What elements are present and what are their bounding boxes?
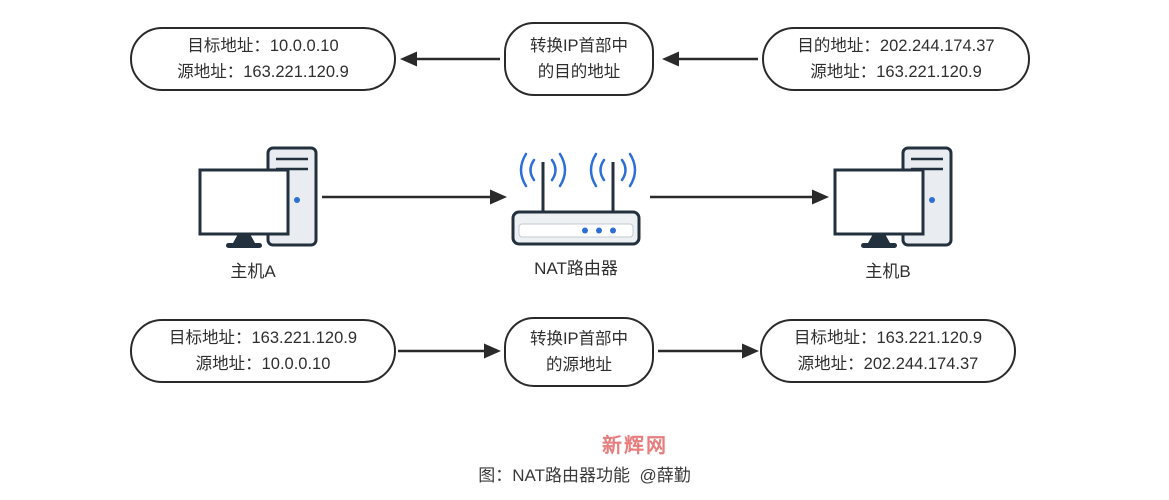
monitor: [833, 168, 925, 236]
monitor-stand: [233, 234, 255, 243]
wifi-arc: [620, 158, 627, 182]
wifi-arc: [529, 158, 536, 182]
address-line: 目标地址：163.221.120.9: [793, 328, 983, 347]
monitor-base: [861, 243, 897, 248]
address-line: 源地址：163.221.120.9: [177, 62, 349, 81]
bottom-source-address-box: 目标地址：163.221.120.9 源地址：10.0.0.10: [130, 319, 396, 383]
bottom-translate-action-box: 转换IP首部中 的源地址: [504, 317, 654, 387]
router-front-panel: [518, 223, 634, 238]
address-line: 目标地址：10.0.0.10: [187, 36, 339, 55]
router-led: [610, 227, 616, 234]
action-line: 转换IP首部中: [529, 329, 629, 348]
figure-caption: 图：NAT路由器功能 @薛勤: [478, 466, 691, 485]
monitor-base: [226, 243, 262, 248]
bottom-arrow-left-to-middle: [398, 343, 501, 359]
router-led: [582, 227, 588, 234]
action-line: 转换IP首部中: [529, 36, 629, 55]
monitor: [198, 168, 290, 236]
top-arrow-right-to-middle: [662, 51, 758, 67]
arrow-router-to-host-b: [650, 189, 829, 205]
wifi-arc: [628, 152, 637, 188]
action-line: 的目的地址: [537, 62, 621, 81]
address-line: 目的地址：202.244.174.37: [797, 36, 995, 55]
wifi-arc: [589, 152, 598, 188]
router-label: NAT路由器: [534, 259, 618, 278]
wifi-arc: [599, 158, 606, 182]
address-line: 源地址：10.0.0.10: [195, 354, 331, 373]
router-led: [596, 227, 602, 234]
bottom-result-address-box: 目标地址：163.221.120.9 源地址：202.244.174.37: [760, 319, 1016, 383]
wifi-arc: [519, 152, 528, 188]
monitor-stand: [868, 234, 890, 243]
top-source-address-box: 目的地址：202.244.174.37 源地址：163.221.120.9: [762, 27, 1030, 91]
nat-router-icon: [511, 152, 641, 246]
address-line: 源地址：202.244.174.37: [797, 354, 979, 373]
action-line: 的源地址: [546, 355, 612, 374]
tower-led: [294, 197, 300, 203]
wifi-arc: [558, 152, 567, 188]
wifi-arc: [550, 158, 557, 182]
tower-led: [929, 197, 935, 203]
address-line: 源地址：163.221.120.9: [810, 62, 982, 81]
address-line: 目标地址：163.221.120.9: [168, 328, 358, 347]
host-b-label: 主机B: [865, 262, 911, 281]
top-translate-action-box: 转换IP首部中 的目的地址: [504, 22, 654, 96]
bottom-arrow-middle-to-right: [658, 343, 759, 359]
top-result-address-box: 目标地址：10.0.0.10 源地址：163.221.120.9: [130, 27, 396, 91]
host-a-icon: [198, 146, 318, 248]
host-a-label: 主机A: [230, 262, 276, 281]
top-arrow-middle-to-left: [400, 51, 500, 67]
site-watermark: 新辉网: [602, 435, 668, 457]
host-b-icon: [833, 146, 953, 248]
arrow-host-a-to-router: [322, 189, 507, 205]
